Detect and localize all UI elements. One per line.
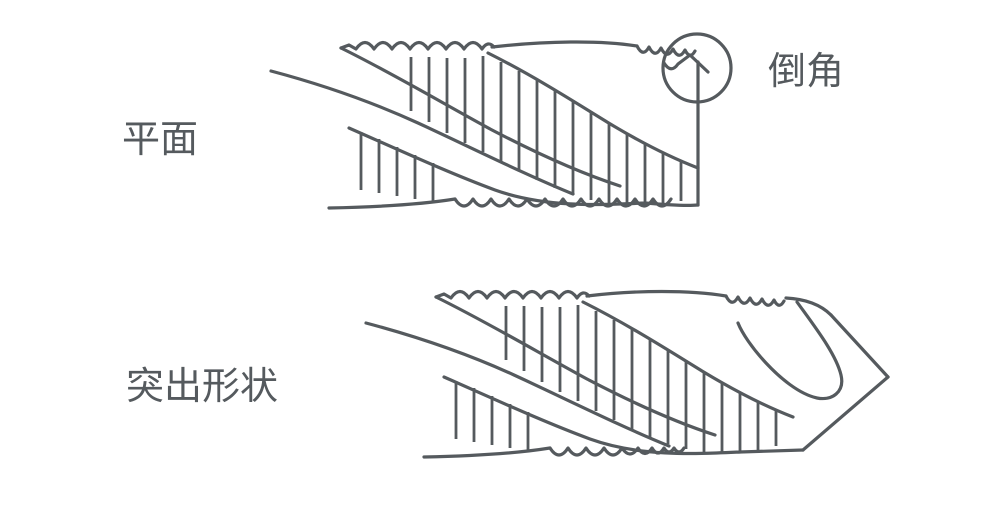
detail-circle-outline [661,32,733,104]
lower-flute-top-edge [347,126,647,207]
upper-flute-bottom-edge [486,51,700,170]
chamfer-detail-callout [661,32,733,104]
conical-tip-upper-flank [829,313,890,379]
conical-tip-back-edge [738,448,805,454]
conical-tip-lower-flank [801,375,890,452]
p-lower-body-bottom-curve [422,446,552,459]
p-upper-flute-bottom-edge [581,300,795,419]
tip-cutting-lip-tongue [736,300,844,401]
p-upper-flute-top-edge [434,295,717,437]
upper-thread-crest-line [339,40,496,51]
p-upper-flute-rungs [504,305,778,453]
p-upper-small-crest-scallops [724,294,786,307]
lower-body-bottom-curve [327,197,457,210]
p-lower-flute-top-edge [442,375,742,456]
upper-body-lead-line [269,69,575,196]
p-upper-body-lead-line [364,321,671,448]
upper-back-curve [490,40,639,49]
flat-tip-bottom-arc [643,201,700,207]
label-chamfer: 倒角 [768,49,844,93]
p-upper-back-curve [585,289,728,298]
label-flat-point: 平面 [122,117,198,161]
p-upper-thread-crest-line [434,289,591,300]
p-upper-to-tip-line [784,296,833,317]
figure-flat-point-drill: 平面 倒角 [122,32,844,210]
p-lower-flute-rungs [454,381,530,450]
upper-flute-rungs [409,56,683,204]
lower-bottom-scallops [453,197,673,208]
label-protruding-shape: 突出形状 [126,364,278,408]
figure-protruding-point-drill: 突出形状 [126,289,890,459]
lower-flute-rungs [359,132,435,201]
upper-flute-top-edge [339,46,622,188]
chamfer-corner-profile [662,53,710,74]
p-lower-bottom-scallops [548,446,686,457]
